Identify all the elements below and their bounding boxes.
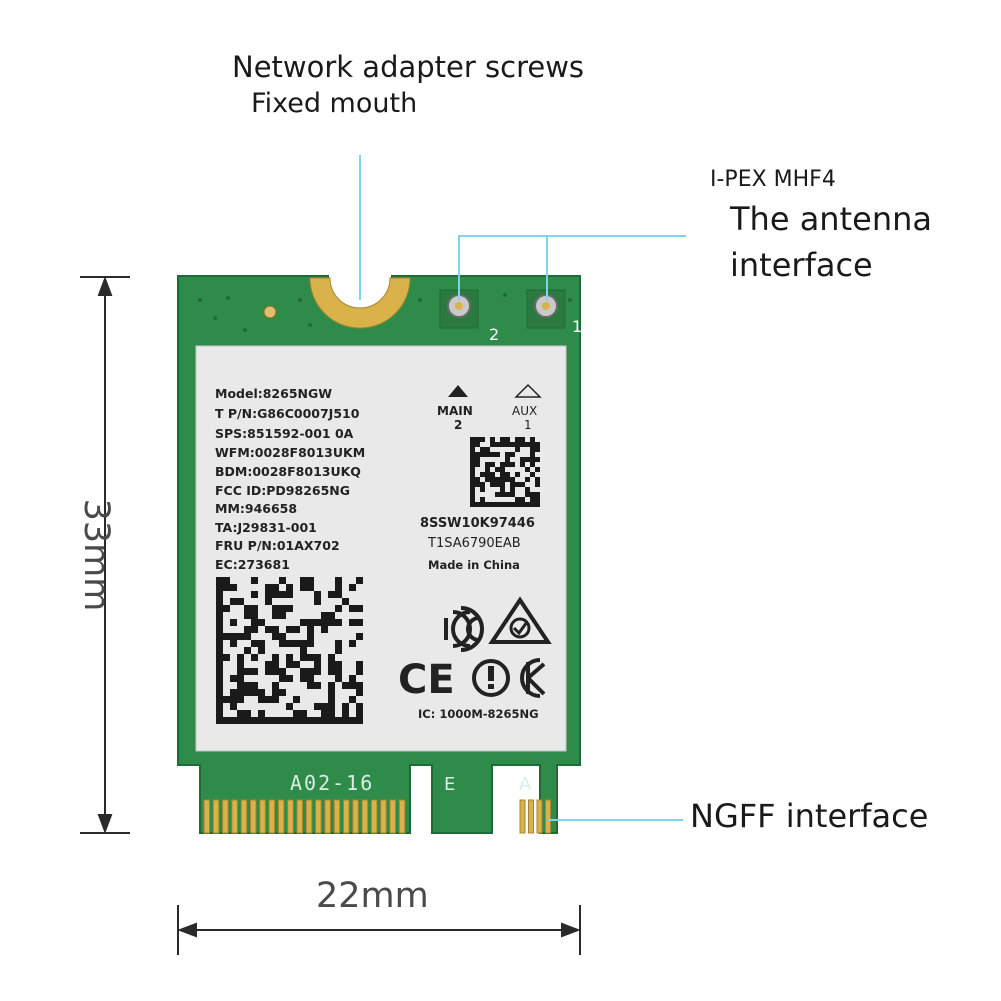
- leader-lines: [359, 155, 686, 821]
- mount-hole: [263, 305, 277, 319]
- ic-label: IC: 1000M-8265NG: [418, 707, 539, 721]
- label-line: FCC ID:PD98265NG: [215, 483, 350, 498]
- data-matrix-large: [216, 577, 363, 724]
- antenna-callout-line2: interface: [730, 246, 873, 284]
- label-line: T P/N:G86C0007J510: [215, 406, 360, 421]
- main-number: 2: [454, 418, 462, 432]
- kc-mark-icon: [520, 658, 546, 698]
- pcb-vias: [198, 293, 572, 332]
- label-line: MM:946658: [215, 501, 297, 516]
- alert-mark-icon: [472, 659, 510, 697]
- width-dimension-label: 22mm: [316, 876, 429, 916]
- label-line: Model:8265NGW: [215, 386, 332, 401]
- label-line: TA:J29831-001: [215, 520, 317, 535]
- edge-connector-main: [203, 799, 406, 834]
- edge-connector-a: [519, 799, 551, 834]
- serial-line-2: T1SA6790EAB: [427, 536, 521, 551]
- nfc-mark-icon: [444, 606, 484, 652]
- key-e-letter: E: [444, 774, 455, 795]
- label-text-block: Model:8265NGW T P/N:G86C0007J510 SPS:851…: [215, 386, 365, 572]
- connector-1-number: 1: [572, 317, 582, 336]
- ngff-callout: NGFF interface: [690, 797, 929, 835]
- label-line: FRU P/N:01AX702: [215, 538, 340, 553]
- ipex-callout: I-PEX MHF4: [710, 167, 836, 192]
- antenna-leader-line: [458, 235, 686, 300]
- serial-line-1: 8SSW10K97446: [420, 516, 535, 531]
- made-in-label: Made in China: [428, 558, 520, 572]
- height-dimension-label: 33mm: [76, 498, 116, 612]
- label-line: WFM:0028F8013UKM: [215, 445, 365, 460]
- antenna-callout-line1: The antenna: [730, 200, 932, 238]
- label-line: BDM:0028F8013UKQ: [215, 464, 361, 479]
- connector-2-number: 2: [489, 325, 499, 344]
- label-line: EC:273681: [215, 557, 290, 572]
- aux-label: AUX: [512, 404, 537, 418]
- height-dimension: [80, 276, 130, 834]
- pcb-silkscreen-text: A02-16: [290, 771, 374, 795]
- width-dimension: [177, 905, 581, 955]
- screw-callout-line1: Network adapter screws: [232, 50, 585, 84]
- label-line: SPS:851592-001 0A: [215, 426, 354, 441]
- rcm-mark-icon: [488, 596, 552, 644]
- screw-notch-gold-ring: [309, 277, 411, 329]
- screw-callout-line2: Fixed mouth: [251, 88, 418, 119]
- main-label: MAIN: [437, 404, 473, 418]
- data-matrix-small: [470, 437, 540, 507]
- aux-number: 1: [524, 418, 532, 432]
- ce-mark: CE: [398, 657, 455, 703]
- main-triangle-icon: [448, 385, 468, 397]
- aux-triangle-icon: [514, 383, 542, 398]
- key-a-letter: A: [519, 774, 532, 795]
